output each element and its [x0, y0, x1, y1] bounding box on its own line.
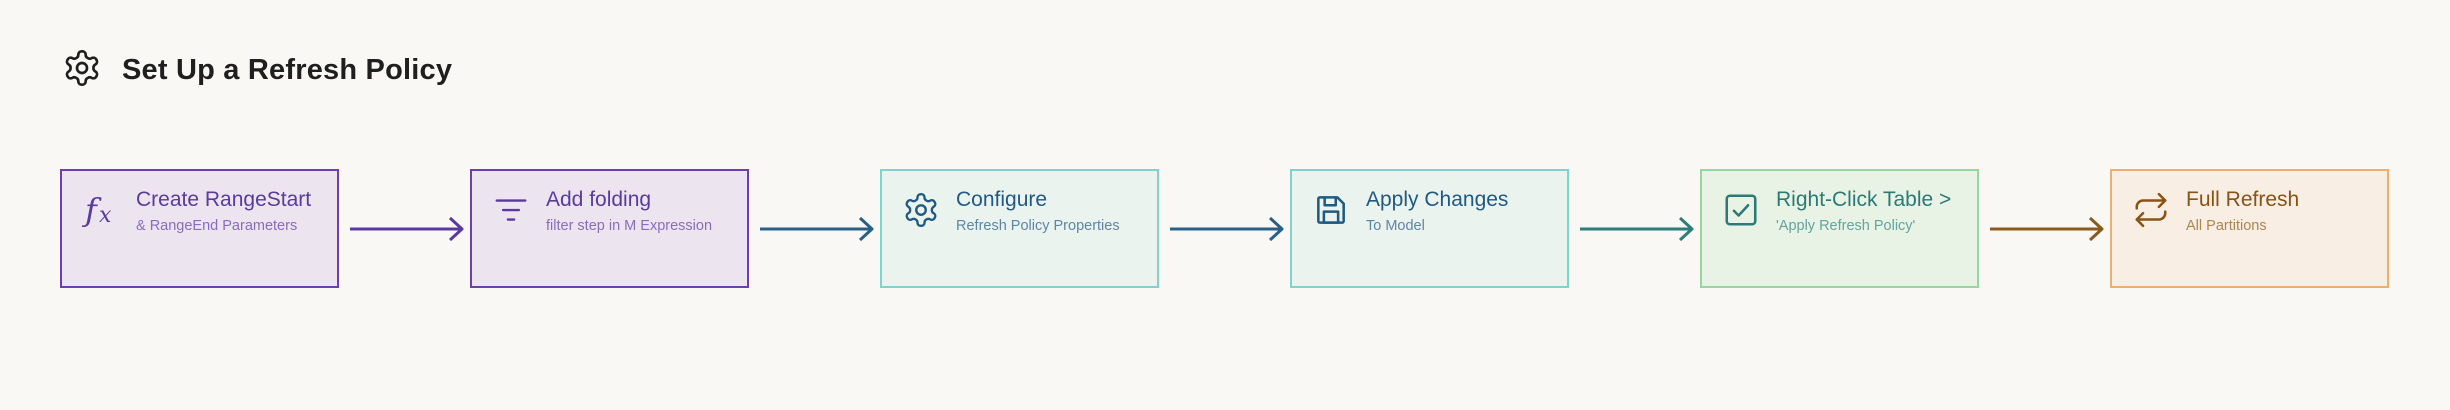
step-label: Create RangeStart — [136, 188, 312, 211]
flow-arrow — [1170, 214, 1285, 244]
filter-icon — [492, 191, 530, 229]
gear-icon — [902, 191, 940, 229]
checkbox-icon — [1722, 191, 1760, 229]
gear-icon — [62, 48, 102, 93]
step-label: Configure — [956, 188, 1048, 211]
step-sublabel: All Partitions — [2186, 218, 2267, 234]
step-label: Add folding — [546, 188, 652, 211]
step-sublabel: filter step in M Expression — [546, 218, 713, 234]
flow-arrow — [760, 214, 875, 244]
flow-arrow — [1580, 214, 1695, 244]
step-sublabel: Refresh Policy Properties — [956, 218, 1120, 234]
save-icon — [1312, 191, 1350, 229]
step-create-rangestart[interactable]: ƒ x Create RangeStart & RangeEnd Paramet… — [60, 169, 339, 288]
step-right-click-table[interactable]: Right-Click Table > 'Apply Refresh Polic… — [1700, 169, 1979, 288]
svg-text:ƒ: ƒ — [82, 191, 102, 229]
step-full-refresh[interactable]: Full Refresh All Partitions — [2110, 169, 2389, 288]
step-apply-changes[interactable]: Apply Changes To Model — [1290, 169, 1569, 288]
step-label: Right-Click Table > — [1776, 188, 1952, 211]
flow-arrow — [350, 214, 465, 244]
step-sublabel: & RangeEnd Parameters — [136, 218, 298, 234]
header: Set Up a Refresh Policy — [62, 48, 452, 93]
svg-text:x: x — [99, 203, 112, 228]
step-label: Full Refresh — [2186, 188, 2300, 211]
step-sublabel: To Model — [1366, 218, 1425, 234]
function-fx-icon: ƒ x — [79, 191, 120, 229]
flow-arrow — [1990, 214, 2105, 244]
refresh-icon — [2132, 191, 2170, 229]
page-title: Set Up a Refresh Policy — [122, 54, 453, 86]
step-sublabel: 'Apply Refresh Policy' — [1776, 218, 1916, 234]
step-configure[interactable]: Configure Refresh Policy Properties — [880, 169, 1159, 288]
step-label: Apply Changes — [1366, 188, 1509, 211]
step-add-folding[interactable]: Add folding filter step in M Expression — [470, 169, 749, 288]
